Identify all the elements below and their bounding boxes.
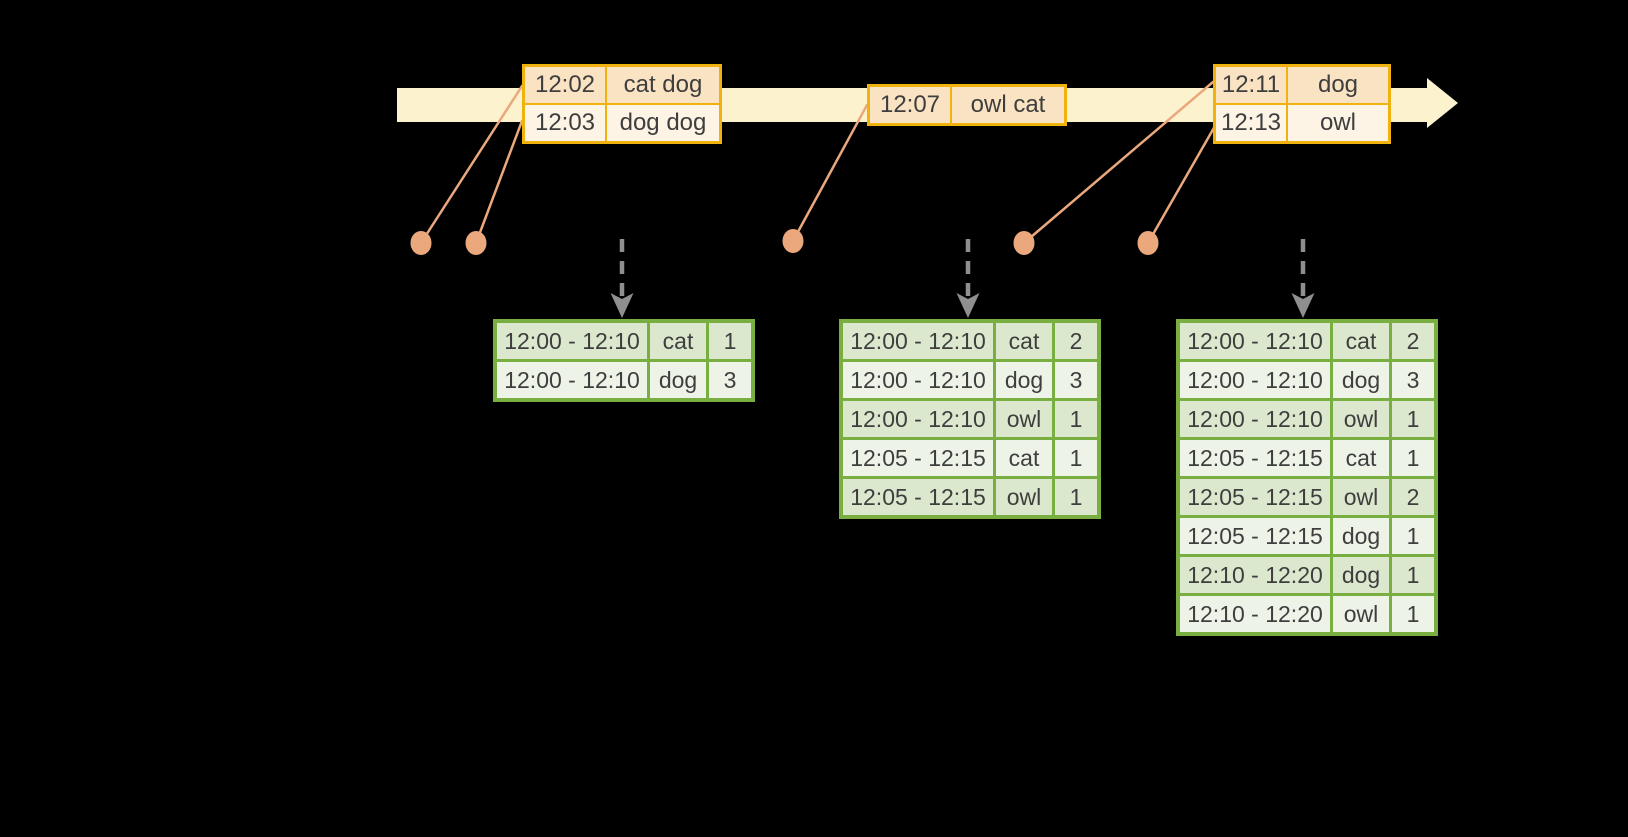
word-cell: cat	[993, 319, 1055, 362]
event-time-cell: 12:02	[522, 64, 607, 105]
word-cell: cat	[993, 437, 1055, 479]
word-cell: dog	[993, 359, 1055, 401]
event-words-cell: owl cat	[950, 84, 1067, 126]
event-dot	[410, 231, 432, 255]
window-cell: 12:10 - 12:20	[1176, 593, 1333, 636]
window-cell: 12:00 - 12:10	[1176, 359, 1333, 401]
event-connector-line	[1146, 124, 1217, 245]
count-cell: 1	[1052, 437, 1101, 479]
window-cell: 12:10 - 12:20	[1176, 554, 1333, 596]
count-cell: 1	[1389, 437, 1438, 479]
word-cell: dog	[1330, 515, 1392, 557]
event-time-cell: 12:07	[867, 84, 952, 126]
count-cell: 3	[1389, 359, 1438, 401]
count-cell: 1	[706, 319, 755, 362]
window-cell: 12:00 - 12:10	[493, 359, 650, 402]
event-connector-line	[791, 103, 869, 243]
word-cell: owl	[1330, 593, 1392, 636]
window-cell: 12:05 - 12:15	[839, 437, 996, 479]
event-connector-line	[1022, 80, 1215, 245]
word-cell: owl	[1330, 398, 1392, 440]
count-cell: 1	[1389, 554, 1438, 596]
event-words-cell: cat dog	[605, 64, 722, 105]
event-time-cell: 12:11	[1213, 64, 1288, 105]
event-connector-line	[474, 119, 524, 245]
word-cell: cat	[1330, 437, 1392, 479]
event-words-cell: owl	[1286, 103, 1391, 144]
event-words-cell: dog	[1286, 64, 1391, 105]
count-cell: 1	[1389, 515, 1438, 557]
event-words-cell: dog dog	[605, 103, 722, 144]
window-cell: 12:05 - 12:15	[1176, 476, 1333, 518]
event-dot	[1013, 231, 1035, 255]
event-time-cell: 12:13	[1213, 103, 1288, 144]
word-cell: cat	[647, 319, 709, 362]
window-cell: 12:05 - 12:15	[1176, 437, 1333, 479]
count-cell: 1	[1052, 398, 1101, 440]
window-cell: 12:00 - 12:10	[839, 319, 996, 362]
count-cell: 3	[706, 359, 755, 402]
word-cell: owl	[993, 398, 1055, 440]
event-dot	[1137, 231, 1159, 255]
trigger-arrowhead-icon	[1291, 293, 1315, 318]
count-cell: 2	[1389, 476, 1438, 518]
word-cell: cat	[1330, 319, 1392, 362]
window-cell: 12:00 - 12:10	[493, 319, 650, 362]
event-connector-line	[419, 84, 524, 245]
window-cell: 12:00 - 12:10	[839, 398, 996, 440]
window-cell: 12:05 - 12:15	[839, 476, 996, 519]
trigger-arrowhead-icon	[610, 293, 634, 318]
event-time-cell: 12:03	[522, 103, 607, 144]
timeline-arrowhead-icon	[1427, 78, 1458, 128]
word-cell: dog	[1330, 554, 1392, 596]
count-cell: 1	[1389, 593, 1438, 636]
count-cell: 3	[1052, 359, 1101, 401]
window-cell: 12:00 - 12:10	[839, 359, 996, 401]
word-cell: dog	[647, 359, 709, 402]
word-cell: owl	[1330, 476, 1392, 518]
event-dot	[782, 229, 804, 253]
window-cell: 12:00 - 12:10	[1176, 398, 1333, 440]
window-cell: 12:00 - 12:10	[1176, 319, 1333, 362]
count-cell: 2	[1052, 319, 1101, 362]
word-cell: dog	[1330, 359, 1392, 401]
count-cell: 1	[1052, 476, 1101, 519]
count-cell: 2	[1389, 319, 1438, 362]
window-cell: 12:05 - 12:15	[1176, 515, 1333, 557]
word-cell: owl	[993, 476, 1055, 519]
count-cell: 1	[1389, 398, 1438, 440]
trigger-arrowhead-icon	[956, 293, 980, 318]
event-dot	[465, 231, 487, 255]
